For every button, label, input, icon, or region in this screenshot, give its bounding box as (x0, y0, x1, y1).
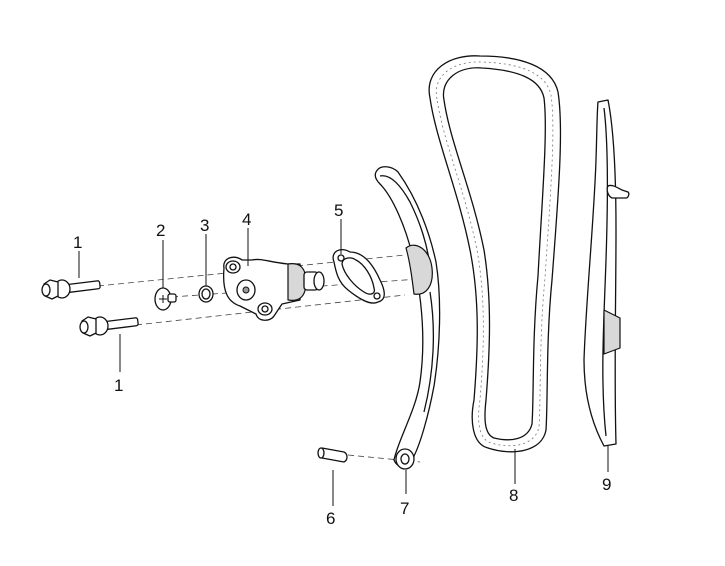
guide-rail[interactable] (583, 99, 630, 447)
callout-5: 5 (334, 201, 343, 220)
callout-3: 3 (200, 216, 209, 235)
callout-7: 7 (400, 499, 409, 518)
bolt-upper[interactable] (41, 279, 101, 300)
tensioner-gasket[interactable] (332, 248, 385, 304)
callout-6: 6 (326, 509, 335, 528)
bolt-lower[interactable] (79, 316, 139, 337)
callout-1-upper: 1 (73, 233, 82, 252)
callout-2: 2 (156, 221, 165, 240)
callout-1-lower: 1 (114, 376, 123, 395)
screw-plug[interactable] (154, 287, 177, 311)
callout-labels: 1 1 2 3 4 5 6 7 8 9 (73, 201, 611, 528)
pivot-pin[interactable] (317, 447, 348, 463)
callout-8: 8 (509, 486, 518, 505)
sealing-ring[interactable] (198, 285, 214, 303)
callout-4: 4 (242, 210, 251, 229)
tensioning-rail[interactable] (374, 166, 441, 470)
timing-chain[interactable] (428, 55, 562, 453)
leader-lines (78, 219, 609, 506)
callout-9: 9 (602, 475, 611, 494)
chain-tensioner[interactable] (222, 256, 325, 321)
